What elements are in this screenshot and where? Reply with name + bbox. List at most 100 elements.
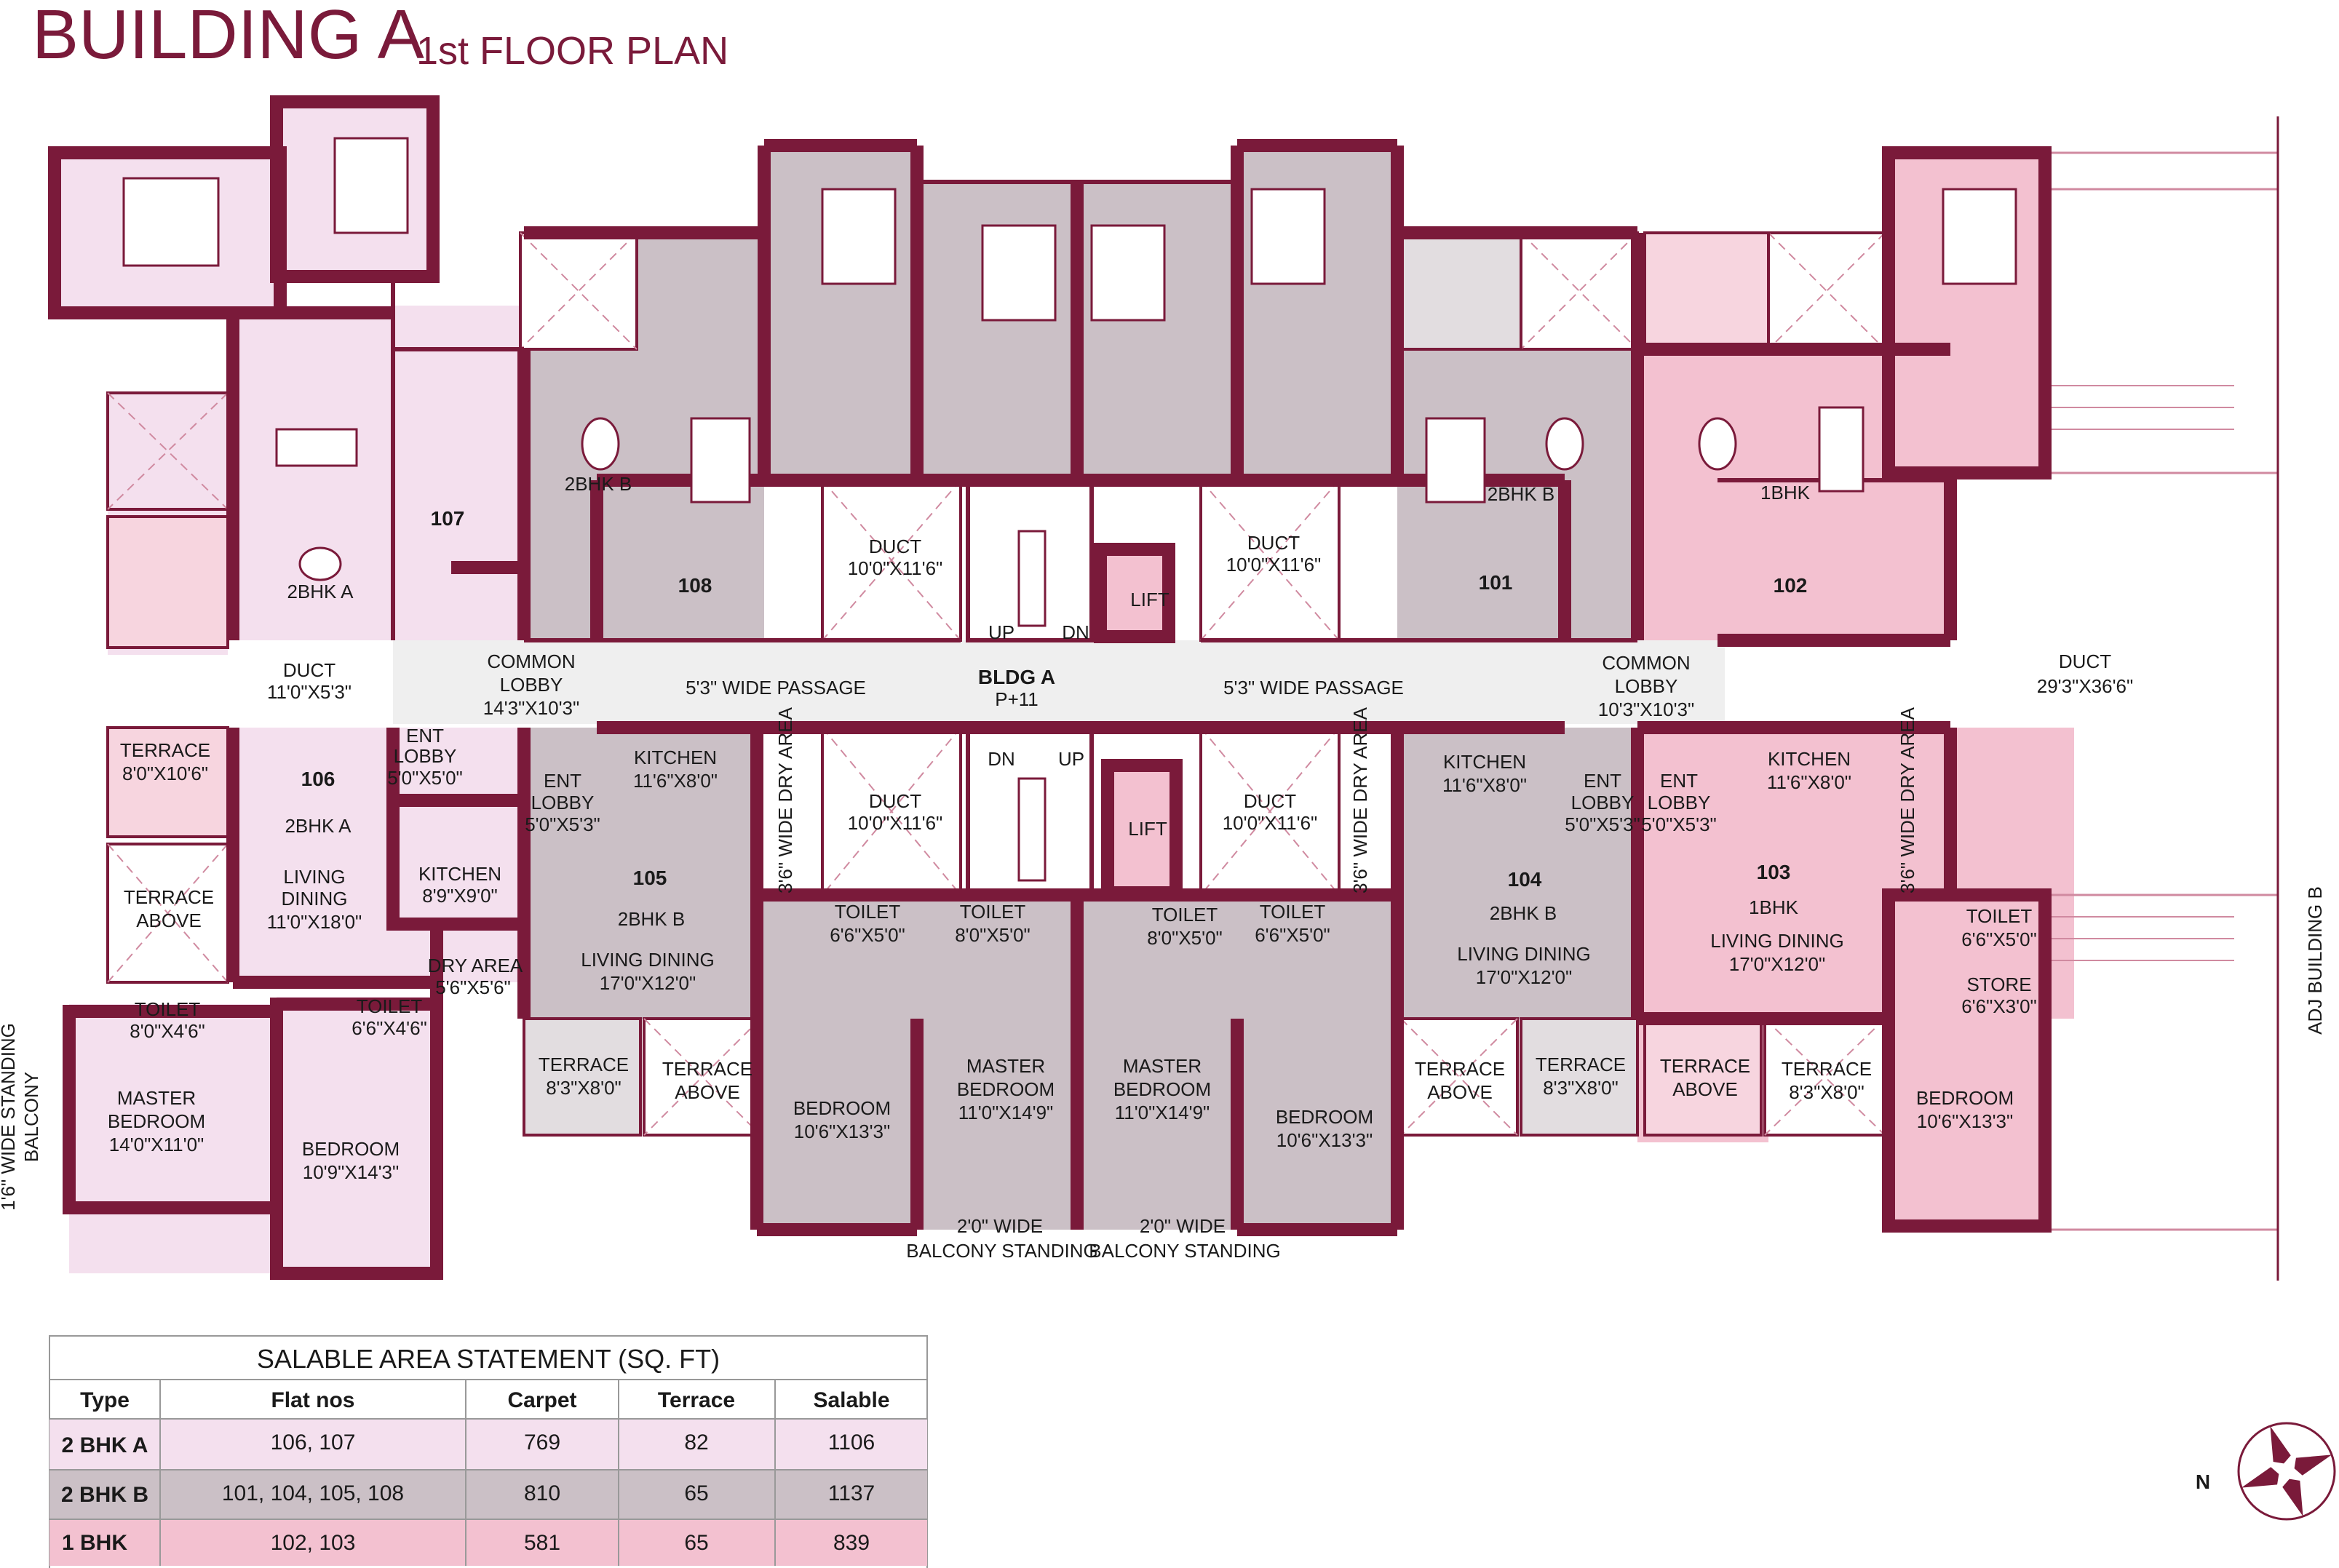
balcony-105-l1: 2'0" WIDE xyxy=(957,1215,1043,1237)
terrace-104-label: TERRACE xyxy=(1536,1054,1626,1075)
unit-108-number: 108 xyxy=(678,574,712,597)
common-lobby-right-l2: LOBBY xyxy=(1615,675,1678,697)
unit-108-type: 2BHK B xyxy=(565,473,632,495)
unit-103-number: 103 xyxy=(1757,861,1791,883)
unit-105-number: 105 xyxy=(633,867,667,889)
table-header-terrace: Terrace xyxy=(658,1388,735,1412)
terrace-above-103-l1: TERRACE xyxy=(1660,1055,1750,1077)
kitchen-104-size: 11'6"X8'0" xyxy=(1442,774,1527,796)
area-statement-table: SALABLE AREA STATEMENT (SQ. FT) Type Fla… xyxy=(49,1335,928,1568)
kitchen-106-label: KITCHEN xyxy=(418,863,501,885)
dry-area-103: 3'6" WIDE DRY AREA xyxy=(1897,707,1918,894)
unit-107-type: 2BHK A xyxy=(287,581,354,602)
master-bed-105-l1: MASTER xyxy=(966,1055,1045,1077)
table-row-1-carpet: 769 xyxy=(524,1430,560,1454)
terrace-106-size: 8'0"X10'6" xyxy=(122,763,208,784)
unit-106-type: 2BHK A xyxy=(285,815,352,837)
dry-area-106-size: 5'6"X5'6" xyxy=(435,976,511,998)
table-header-salable: Salable xyxy=(813,1388,889,1412)
stair-up-bottom: UP xyxy=(1058,748,1084,770)
toilet-104b-size: 6'6"X5'0" xyxy=(1255,924,1330,946)
ent-lobby-103-size: 5'0"X5'3" xyxy=(1641,813,1717,835)
bedroom-105-size: 10'6"X13'3" xyxy=(794,1121,891,1142)
room-labels: 107 2BHK A 108 2BHK B 101 2BHK B 102 1BH… xyxy=(0,473,2326,1262)
table-header-carpet: Carpet xyxy=(507,1388,576,1412)
unit-101-number: 101 xyxy=(1479,571,1513,594)
living-104-size: 17'0"X12'0" xyxy=(1476,966,1573,988)
table-row-3-type: 1 BHK xyxy=(62,1531,127,1555)
toilet-104b-label: TOILET xyxy=(1260,901,1326,923)
terrace-105-label: TERRACE xyxy=(539,1054,629,1075)
toilet-104a-size: 8'0"X5'0" xyxy=(1147,927,1223,949)
floor-fills xyxy=(51,102,2074,1273)
kitchen-103-label: KITCHEN xyxy=(1768,748,1851,770)
dry-area-106-label: DRY AREA xyxy=(428,955,523,976)
unit-101-type: 2BHK B xyxy=(1488,483,1555,505)
building-label: BLDG A xyxy=(978,666,1055,688)
bedroom-104-size: 10'6"X13'3" xyxy=(1276,1129,1373,1151)
terrace-above-106-l1: TERRACE xyxy=(124,886,214,908)
terrace-104-size: 8'3"X8'0" xyxy=(1543,1077,1619,1099)
duct-1-label: DUCT xyxy=(869,536,921,557)
ent-lobby-106-l1: ENT xyxy=(406,725,444,747)
living-105-label: LIVING DINING xyxy=(581,949,714,971)
unit-103-type: 1BHK xyxy=(1749,896,1799,918)
balcony-105-l2: BALCONY STANDING xyxy=(906,1240,1097,1262)
plan-subtitle: 1st FLOOR PLAN xyxy=(416,29,728,73)
table-row-2-flats: 101, 104, 105, 108 xyxy=(222,1481,404,1505)
duct-4-size: 10'0"X11'6" xyxy=(1223,812,1318,834)
stair-dn-top: DN xyxy=(1062,621,1089,643)
ent-lobby-104-l1: ENT xyxy=(1584,770,1621,792)
common-lobby-left-l2: LOBBY xyxy=(500,674,563,696)
toilet-106b-label: TOILET xyxy=(357,995,423,1017)
adjacent-building-label: ADJ BUILDING B xyxy=(2304,886,2326,1035)
balcony-104-l2: BALCONY STANDING xyxy=(1089,1240,1280,1262)
table-header-type: Type xyxy=(80,1388,130,1412)
kitchen-103-size: 11'6"X8'0" xyxy=(1767,771,1851,793)
duct-areas xyxy=(106,116,2279,1281)
kitchen-104-label: KITCHEN xyxy=(1443,751,1526,773)
unit-102-type: 1BHK xyxy=(1760,482,1811,504)
terrace-106-label: TERRACE xyxy=(120,739,210,761)
master-bed-106-l1: MASTER xyxy=(117,1087,196,1109)
terrace-above-103-l2: ABOVE xyxy=(1672,1078,1738,1100)
duct-2-label: DUCT xyxy=(1247,532,1300,554)
building-floors: P+11 xyxy=(995,688,1039,710)
common-lobby-right-size: 10'3"X10'3" xyxy=(1598,699,1695,720)
common-lobby-left-size: 14'3"X10'3" xyxy=(483,697,580,719)
toilet-103-size: 6'6"X5'0" xyxy=(1961,928,2037,950)
table-row-3-flats: 102, 103 xyxy=(271,1531,356,1555)
duct-big-size: 29'3"X36'6" xyxy=(2037,675,2134,697)
ent-lobby-105-size: 5'0"X5'3" xyxy=(525,813,600,835)
duct-3-size: 10'0"X11'6" xyxy=(848,812,943,834)
toilet-105b-size: 8'0"X5'0" xyxy=(955,924,1030,946)
unit-104-type: 2BHK B xyxy=(1490,902,1557,924)
toilet-105a-label: TOILET xyxy=(835,901,901,923)
toilet-105a-size: 6'6"X5'0" xyxy=(830,924,905,946)
table-row-2-carpet: 810 xyxy=(524,1481,560,1505)
terrace-105-size: 8'3"X8'0" xyxy=(546,1077,622,1099)
table-row-1-flats: 106, 107 xyxy=(271,1430,356,1454)
stair-up-top: UP xyxy=(988,621,1014,643)
kitchen-105-label: KITCHEN xyxy=(634,747,717,768)
kitchen-105-size: 11'6"X8'0" xyxy=(633,770,718,792)
master-bed-105-l2: BEDROOM xyxy=(957,1078,1055,1100)
duct-2-size: 10'0"X11'6" xyxy=(1226,554,1322,576)
store-103-label: STORE xyxy=(1966,974,2031,995)
duct-small-size: 11'0"X5'3" xyxy=(267,681,352,703)
table-row-3-salable: 839 xyxy=(833,1531,870,1555)
table-row-2-type: 2 BHK B xyxy=(61,1483,148,1507)
toilet-104a-label: TOILET xyxy=(1152,904,1218,926)
common-lobby-left-l1: COMMON xyxy=(487,650,575,672)
ent-lobby-105-l2: LOBBY xyxy=(531,792,595,813)
passage-right: 5'3" WIDE PASSAGE xyxy=(1223,677,1404,699)
ent-lobby-104-size: 5'0"X5'3" xyxy=(1565,813,1640,835)
dry-area-105: 3'6" WIDE DRY AREA xyxy=(774,707,796,894)
unit-107-number: 107 xyxy=(431,507,465,530)
toilet-105b-label: TOILET xyxy=(960,901,1026,923)
ent-lobby-105-l1: ENT xyxy=(544,770,581,792)
unit-104-number: 104 xyxy=(1508,868,1542,891)
ent-lobby-103-l1: ENT xyxy=(1660,770,1698,792)
terrace-above-104-l1: TERRACE xyxy=(1415,1058,1505,1080)
bedroom-106-size: 10'9"X14'3" xyxy=(303,1161,400,1183)
